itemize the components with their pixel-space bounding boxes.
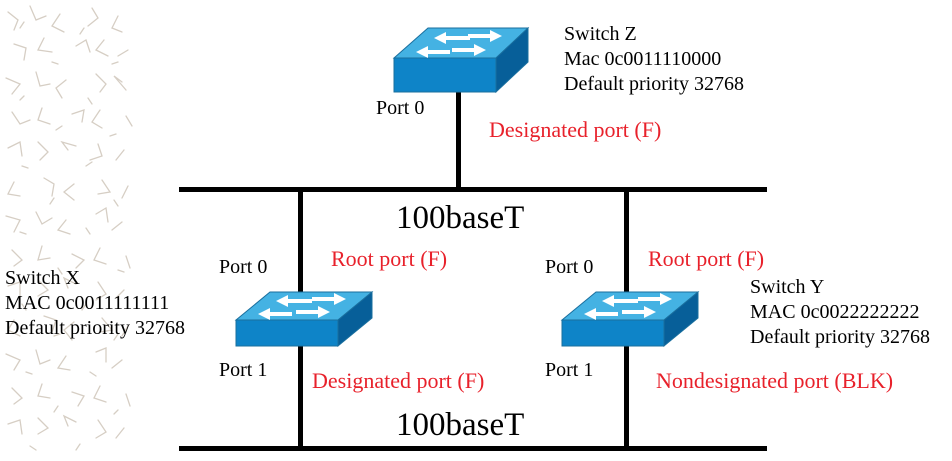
switch-x-port0-status: Root port (F) (331, 246, 448, 271)
switch-y-mac: MAC 0c0022222222 (750, 301, 920, 323)
upper-segment-label: 100baseT (396, 200, 525, 236)
switch-y-port1-link (624, 346, 629, 448)
switch-x-port1-status: Designated port (F) (312, 368, 485, 393)
switch-z-icon (392, 26, 530, 94)
switch-x-port1-label: Port 1 (219, 359, 268, 381)
lower-ethernet-segment (179, 446, 767, 451)
switch-z-link (456, 92, 461, 189)
switch-y-port0-label: Port 0 (545, 256, 594, 278)
switch-x-port0-label: Port 0 (219, 256, 268, 278)
background-texture (5, 5, 133, 451)
switch-x-priority: Default priority 32768 (5, 317, 185, 339)
switch-z-mac: Mac 0c0011110000 (564, 48, 722, 70)
switch-x-icon (234, 290, 374, 348)
switch-z-priority: Default priority 32768 (564, 73, 744, 95)
lower-segment-label: 100baseT (396, 407, 525, 443)
switch-y-info: Switch Y MAC 0c0022222222 Default priori… (750, 275, 930, 350)
switch-z-port0-status: Designated port (F) (489, 117, 662, 142)
switch-x-name: Switch X (5, 267, 80, 289)
switch-y-name: Switch Y (750, 276, 825, 298)
switch-x-mac: MAC 0c0011111111 (5, 292, 170, 314)
switch-y-port1-status: Nondesignated port (BLK) (656, 368, 894, 393)
switch-y-port0-status: Root port (F) (648, 246, 765, 271)
switch-y-port0-link (624, 190, 629, 294)
switch-y-port1-label: Port 1 (545, 359, 594, 381)
switch-z-port0-label: Port 0 (376, 97, 425, 119)
switch-y-priority: Default priority 32768 (750, 326, 930, 348)
switch-z-info: Switch Z Mac 0c0011110000 Default priori… (564, 22, 744, 97)
switch-y-icon (560, 290, 700, 348)
switch-z-name: Switch Z (564, 23, 637, 45)
switch-x-port0-link (298, 190, 303, 294)
switch-x-info: Switch X MAC 0c0011111111 Default priori… (5, 266, 185, 341)
switch-x-port1-link (298, 346, 303, 448)
upper-ethernet-segment (179, 187, 767, 192)
